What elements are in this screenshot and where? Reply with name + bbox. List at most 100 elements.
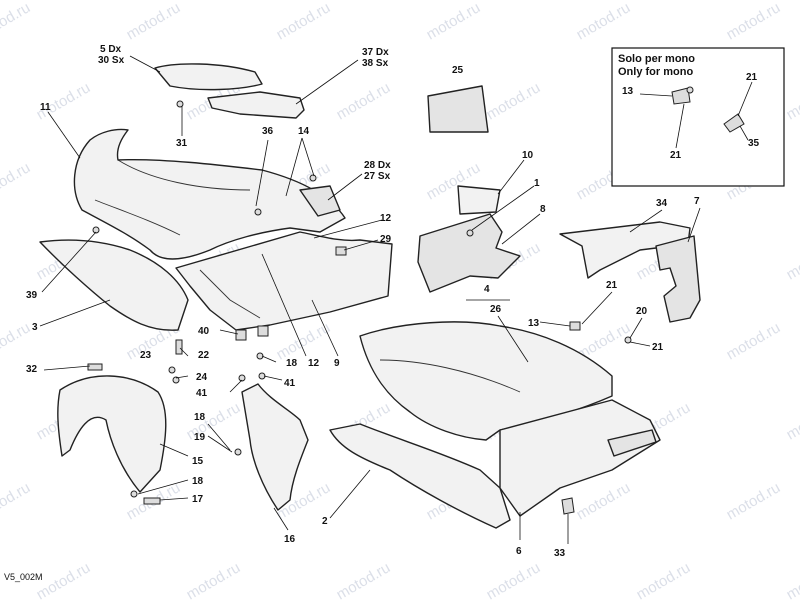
watermark-text: motod.ru — [0, 479, 33, 523]
watermark-text: motod.ru — [484, 559, 544, 600]
watermark-text: motod.ru — [784, 399, 800, 443]
watermark-text: motod.ru — [124, 0, 184, 43]
part-trim-strip-37-38 — [207, 91, 305, 119]
callout-c18b: 18 — [194, 412, 206, 423]
callout-c27sx: 27 Sx — [364, 171, 391, 182]
watermark-text: motod.ru — [0, 159, 33, 203]
callout-c33: 33 — [554, 548, 566, 559]
inset-clip — [723, 113, 745, 133]
part-clip-33 — [561, 497, 575, 515]
callout-c14: 14 — [298, 126, 310, 137]
callout-c7: 7 — [694, 196, 700, 207]
callout-c2: 2 — [322, 516, 328, 527]
watermark-text: motod.ru — [634, 559, 694, 600]
callout-c32: 32 — [26, 364, 38, 375]
watermark-text: motod.ru — [184, 559, 244, 600]
callout-c6: 6 — [516, 546, 522, 557]
part-side-plate-7 — [655, 235, 701, 323]
watermark-text: motod.ru — [184, 399, 244, 443]
watermark-text: motod.ru — [724, 0, 784, 43]
callout-c8: 8 — [540, 204, 546, 215]
callout-c18a: 18 — [286, 358, 298, 369]
callout-c29: 29 — [380, 234, 392, 245]
part-rear-tray-6 — [607, 429, 657, 457]
callout-c12b: 12 — [308, 358, 320, 369]
callout-c34: 34 — [656, 198, 668, 209]
callout-c20: 20 — [636, 306, 648, 317]
inset-title-english: Only for mono — [618, 66, 693, 78]
part-side-bracket-28-27 — [299, 185, 341, 217]
callout-c9: 9 — [334, 358, 340, 369]
part-upper-side-panel-5-30 — [154, 63, 263, 91]
watermark-text: motod.ru — [724, 319, 784, 363]
fastener-group — [87, 100, 632, 505]
leader-lines — [39, 55, 701, 544]
callout-c23: 23 — [140, 350, 152, 361]
callout-c28dx: 28 Dx — [364, 160, 391, 171]
callout-c18c: 18 — [192, 476, 204, 487]
part-inner-panel-9-12 — [175, 231, 393, 331]
callout-c17: 17 — [192, 494, 204, 505]
fairing-crease — [117, 159, 251, 191]
inset-title-italian: Solo per mono — [618, 53, 695, 65]
callout-c36: 36 — [262, 126, 274, 137]
callout-c22: 22 — [198, 350, 210, 361]
callout-c31: 31 — [176, 138, 188, 149]
part-inner-side-panel-8 — [417, 213, 521, 293]
watermark-text: motod.ru — [424, 0, 484, 43]
watermark-text: motod.ru — [0, 0, 33, 43]
part-belly-pan-16 — [241, 383, 309, 511]
callout-c16: 16 — [284, 534, 296, 545]
part-windscreen-25 — [427, 85, 489, 133]
callout-i35: 35 — [748, 138, 760, 149]
callout-c21a: 21 — [606, 280, 618, 291]
part-front-fairing-11 — [73, 128, 346, 260]
inset-frame — [611, 47, 785, 187]
inset-bolt — [686, 86, 694, 94]
watermark-text: motod.ru — [724, 479, 784, 523]
callout-c19: 19 — [194, 432, 206, 443]
watermark-text: motod.ru — [784, 79, 800, 123]
watermark-text: motod.ru — [574, 479, 634, 523]
inset-bracket — [671, 87, 691, 105]
callout-c10: 10 — [522, 150, 534, 161]
fairing-crease-lower — [94, 199, 181, 236]
part-lower-side-panel-2 — [329, 423, 511, 529]
callout-i13: 13 — [622, 86, 634, 97]
callout-i21a: 21 — [670, 150, 682, 161]
callout-c24: 24 — [196, 372, 208, 383]
callout-c11: 11 — [40, 102, 51, 113]
watermark-text: motod.ru — [334, 79, 394, 123]
callout-c21b: 21 — [652, 342, 664, 353]
watermark-text: motod.ru — [574, 0, 634, 43]
watermark-text: motod.ru — [484, 79, 544, 123]
callout-c13: 13 — [528, 318, 540, 329]
callout-c38sx: 38 Sx — [362, 58, 389, 69]
watermark-text: motod.ru — [0, 319, 33, 363]
callout-c41b: 41 — [284, 378, 296, 389]
callout-c41a: 41 — [196, 388, 208, 399]
part-lower-left-fairing-3-39 — [39, 239, 189, 331]
callout-c40: 40 — [198, 326, 210, 337]
callout-c12a: 12 — [380, 213, 392, 224]
callout-c4: 4 — [484, 284, 490, 295]
watermark-text: motod.ru — [784, 559, 800, 600]
part-front-mudguard-15 — [57, 375, 167, 493]
part-rear-bracket-34 — [559, 221, 691, 279]
callout-c5dx: 5 Dx — [100, 44, 122, 55]
part-small-plate-10 — [457, 185, 501, 215]
callout-i21b: 21 — [746, 72, 758, 83]
watermark-text: motod.ru — [334, 559, 394, 600]
watermark-text: motod.ru — [784, 239, 800, 283]
callout-c3: 3 — [32, 322, 38, 333]
callout-c15: 15 — [192, 456, 204, 467]
callout-c37dx: 37 Dx — [362, 47, 389, 58]
callout-c30sx: 30 Sx — [98, 55, 125, 66]
tail-line — [379, 359, 521, 393]
callout-c25: 25 — [452, 65, 464, 76]
callout-c1: 1 — [534, 178, 540, 189]
callout-c39: 39 — [26, 290, 38, 301]
inner-panel-rib — [199, 269, 261, 319]
